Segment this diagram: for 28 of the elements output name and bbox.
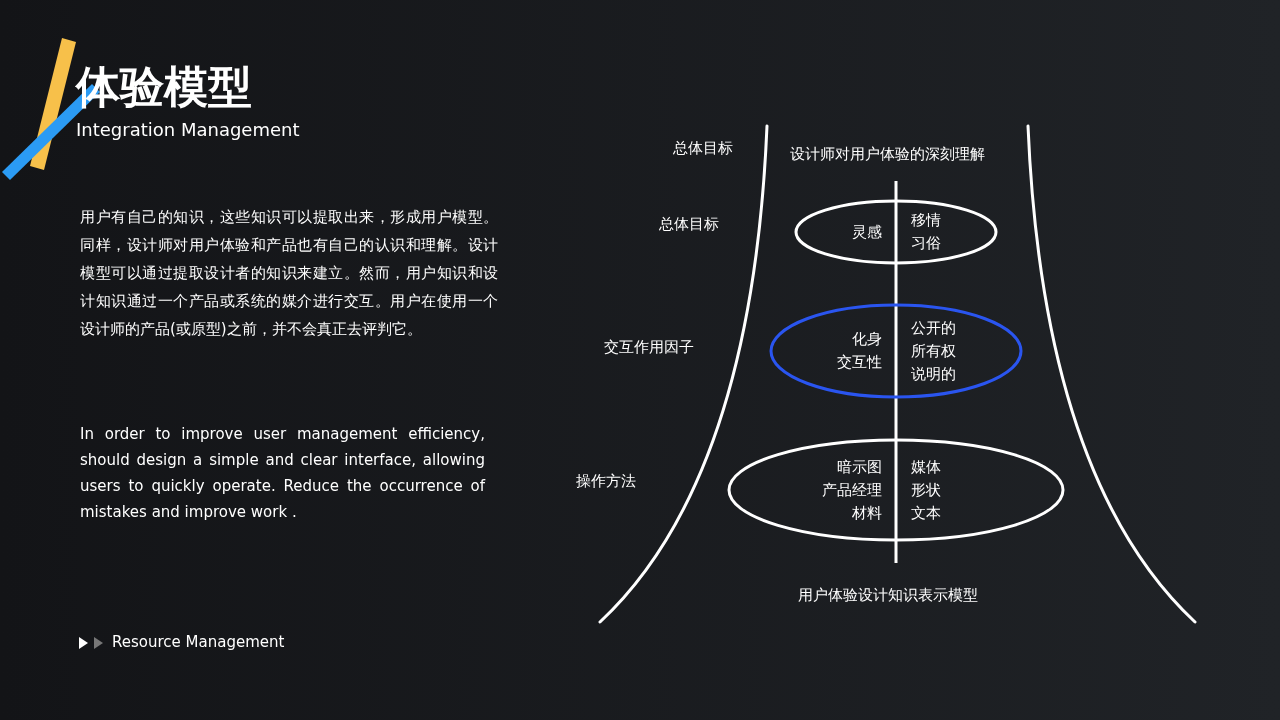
node-text: 交互性 [837, 352, 882, 373]
node-text: 化身 [851, 329, 882, 350]
ellipse-node [794, 199, 998, 265]
top-caption: 设计师对用户体验的深刻理解 [790, 144, 985, 164]
subtitle: Integration Management [76, 120, 300, 140]
ellipse-node [727, 438, 1065, 542]
node-text: 材料 [851, 502, 882, 524]
ellipse-node [769, 303, 1023, 399]
title: 体验模型 [76, 60, 252, 114]
node-text: 暗示图 [836, 456, 882, 478]
node-text: 文本 [911, 502, 941, 524]
node-text: 习俗 [911, 233, 941, 254]
level-label: 操作方法 [576, 471, 636, 491]
node-text: 说明的 [911, 363, 956, 385]
node-text: 媒体 [911, 456, 941, 478]
bottom-caption: 用户体验设计知识表示模型 [798, 585, 978, 605]
paragraph: In order to improve user management efficiency, should design a simple and clear interface, allowing users to quickly operate. Reduce the occurrence of mistakes and improve work . [80, 424, 485, 523]
node-text: 移情 [911, 210, 941, 231]
paragraph: 用户有自己的知识，这些知识可以提取出来，形成用户模型。同样，设计师对用户体验和产品也有自己的认识和理解。设计模型可以通过提取设计者的知识来建立。然而，用户知识和设计知识通过一个产品或系统的媒介进行交互。用户在使用一个设计师的产品(或原型)之前，并不会真正去评判它。 [80, 207, 498, 340]
node-text: 灵感 [852, 221, 882, 243]
node-text: 形状 [911, 479, 941, 501]
level-label: 交互作用因子 [604, 337, 694, 357]
level-label: 总体目标 [673, 138, 733, 158]
node-text: 产品经理 [822, 479, 882, 501]
node-text: 公开的 [911, 317, 956, 339]
section-link: Resource Management [112, 632, 285, 652]
node-text: 所有权 [911, 340, 956, 362]
level-label: 总体目标 [659, 214, 719, 234]
